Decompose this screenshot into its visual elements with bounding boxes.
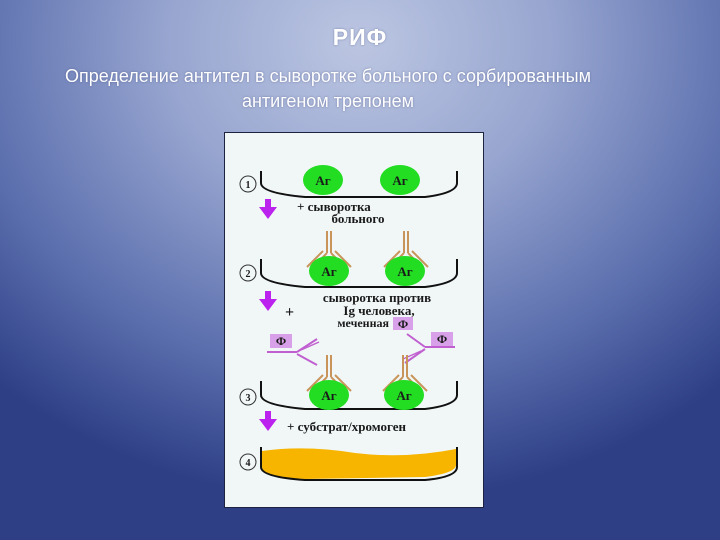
labeled-antibody-left: Ф: [267, 334, 320, 366]
arrow-down-icon: [259, 199, 277, 219]
reagent-label: сыворотка против: [323, 290, 431, 305]
well-3: [260, 381, 458, 410]
antigen-label: Аг: [321, 388, 336, 403]
step-number-badge: [239, 388, 257, 406]
plus-sign: +: [285, 304, 294, 321]
step-number-badge: [239, 175, 257, 193]
reagent-label: больного: [332, 211, 385, 226]
slide-subtitle: Определение антител в сыворотке больного…: [0, 64, 656, 114]
step-1: 1 Аг Аг + сыворотка больного: [239, 165, 458, 226]
well-2: [260, 259, 458, 288]
antigen-label: Аг: [397, 264, 412, 279]
subtitle-line-2: антигеном трепонем: [241, 91, 415, 111]
fluor-label: Ф: [398, 317, 408, 331]
arrow-down-icon: [259, 291, 277, 311]
antigen: [384, 380, 424, 410]
reagent-label: Ig человека,: [343, 303, 414, 318]
step-3: Ф Ф 3 Аг Аг + суб: [239, 332, 458, 434]
chromogen-fill: [262, 448, 456, 479]
step-number: 3: [246, 393, 251, 404]
step-number: 1: [246, 180, 251, 191]
reagent-label: меченная: [337, 316, 389, 330]
well-4: [260, 447, 458, 481]
antigen: [380, 165, 420, 195]
fluor-tag: [393, 317, 413, 330]
antigen-label: Аг: [396, 388, 411, 403]
well-1: [260, 171, 458, 198]
reagent-label: + сыворотка: [297, 199, 371, 214]
subtitle-line-1: Определение антител в сыворотке больного…: [65, 66, 591, 86]
step-4: 4: [239, 447, 458, 481]
labeled-antibody-right: Ф: [402, 332, 455, 364]
antigen: [309, 256, 349, 286]
step-number-badge: [239, 453, 257, 471]
step-number: 2: [246, 269, 251, 280]
fluor-label: Ф: [437, 332, 447, 346]
step-2: 2 Аг Аг + сыворотка против Ig человека, …: [239, 230, 458, 331]
step-number-badge: [239, 264, 257, 282]
antigen: [385, 256, 425, 286]
fluor-tag: [431, 332, 453, 346]
arrow-down-icon: [259, 411, 277, 431]
slide-title: РИФ: [332, 24, 388, 50]
fluor-label: Ф: [276, 334, 286, 348]
rif-diagram-panel: 1 Аг Аг + сыворотка больного 2 Аг Аг + с…: [224, 132, 484, 508]
rif-diagram: 1 Аг Аг + сыворотка больного 2 Аг Аг + с…: [239, 165, 458, 481]
antigen-label: Аг: [321, 264, 336, 279]
antigen-label: Аг: [392, 173, 407, 188]
antigen: [303, 165, 343, 195]
antigen-label: Аг: [315, 173, 330, 188]
reagent-label: + субстрат/хромоген: [287, 419, 406, 434]
fluor-tag: [270, 334, 292, 348]
antigen: [309, 380, 349, 410]
step-number: 4: [246, 458, 251, 469]
